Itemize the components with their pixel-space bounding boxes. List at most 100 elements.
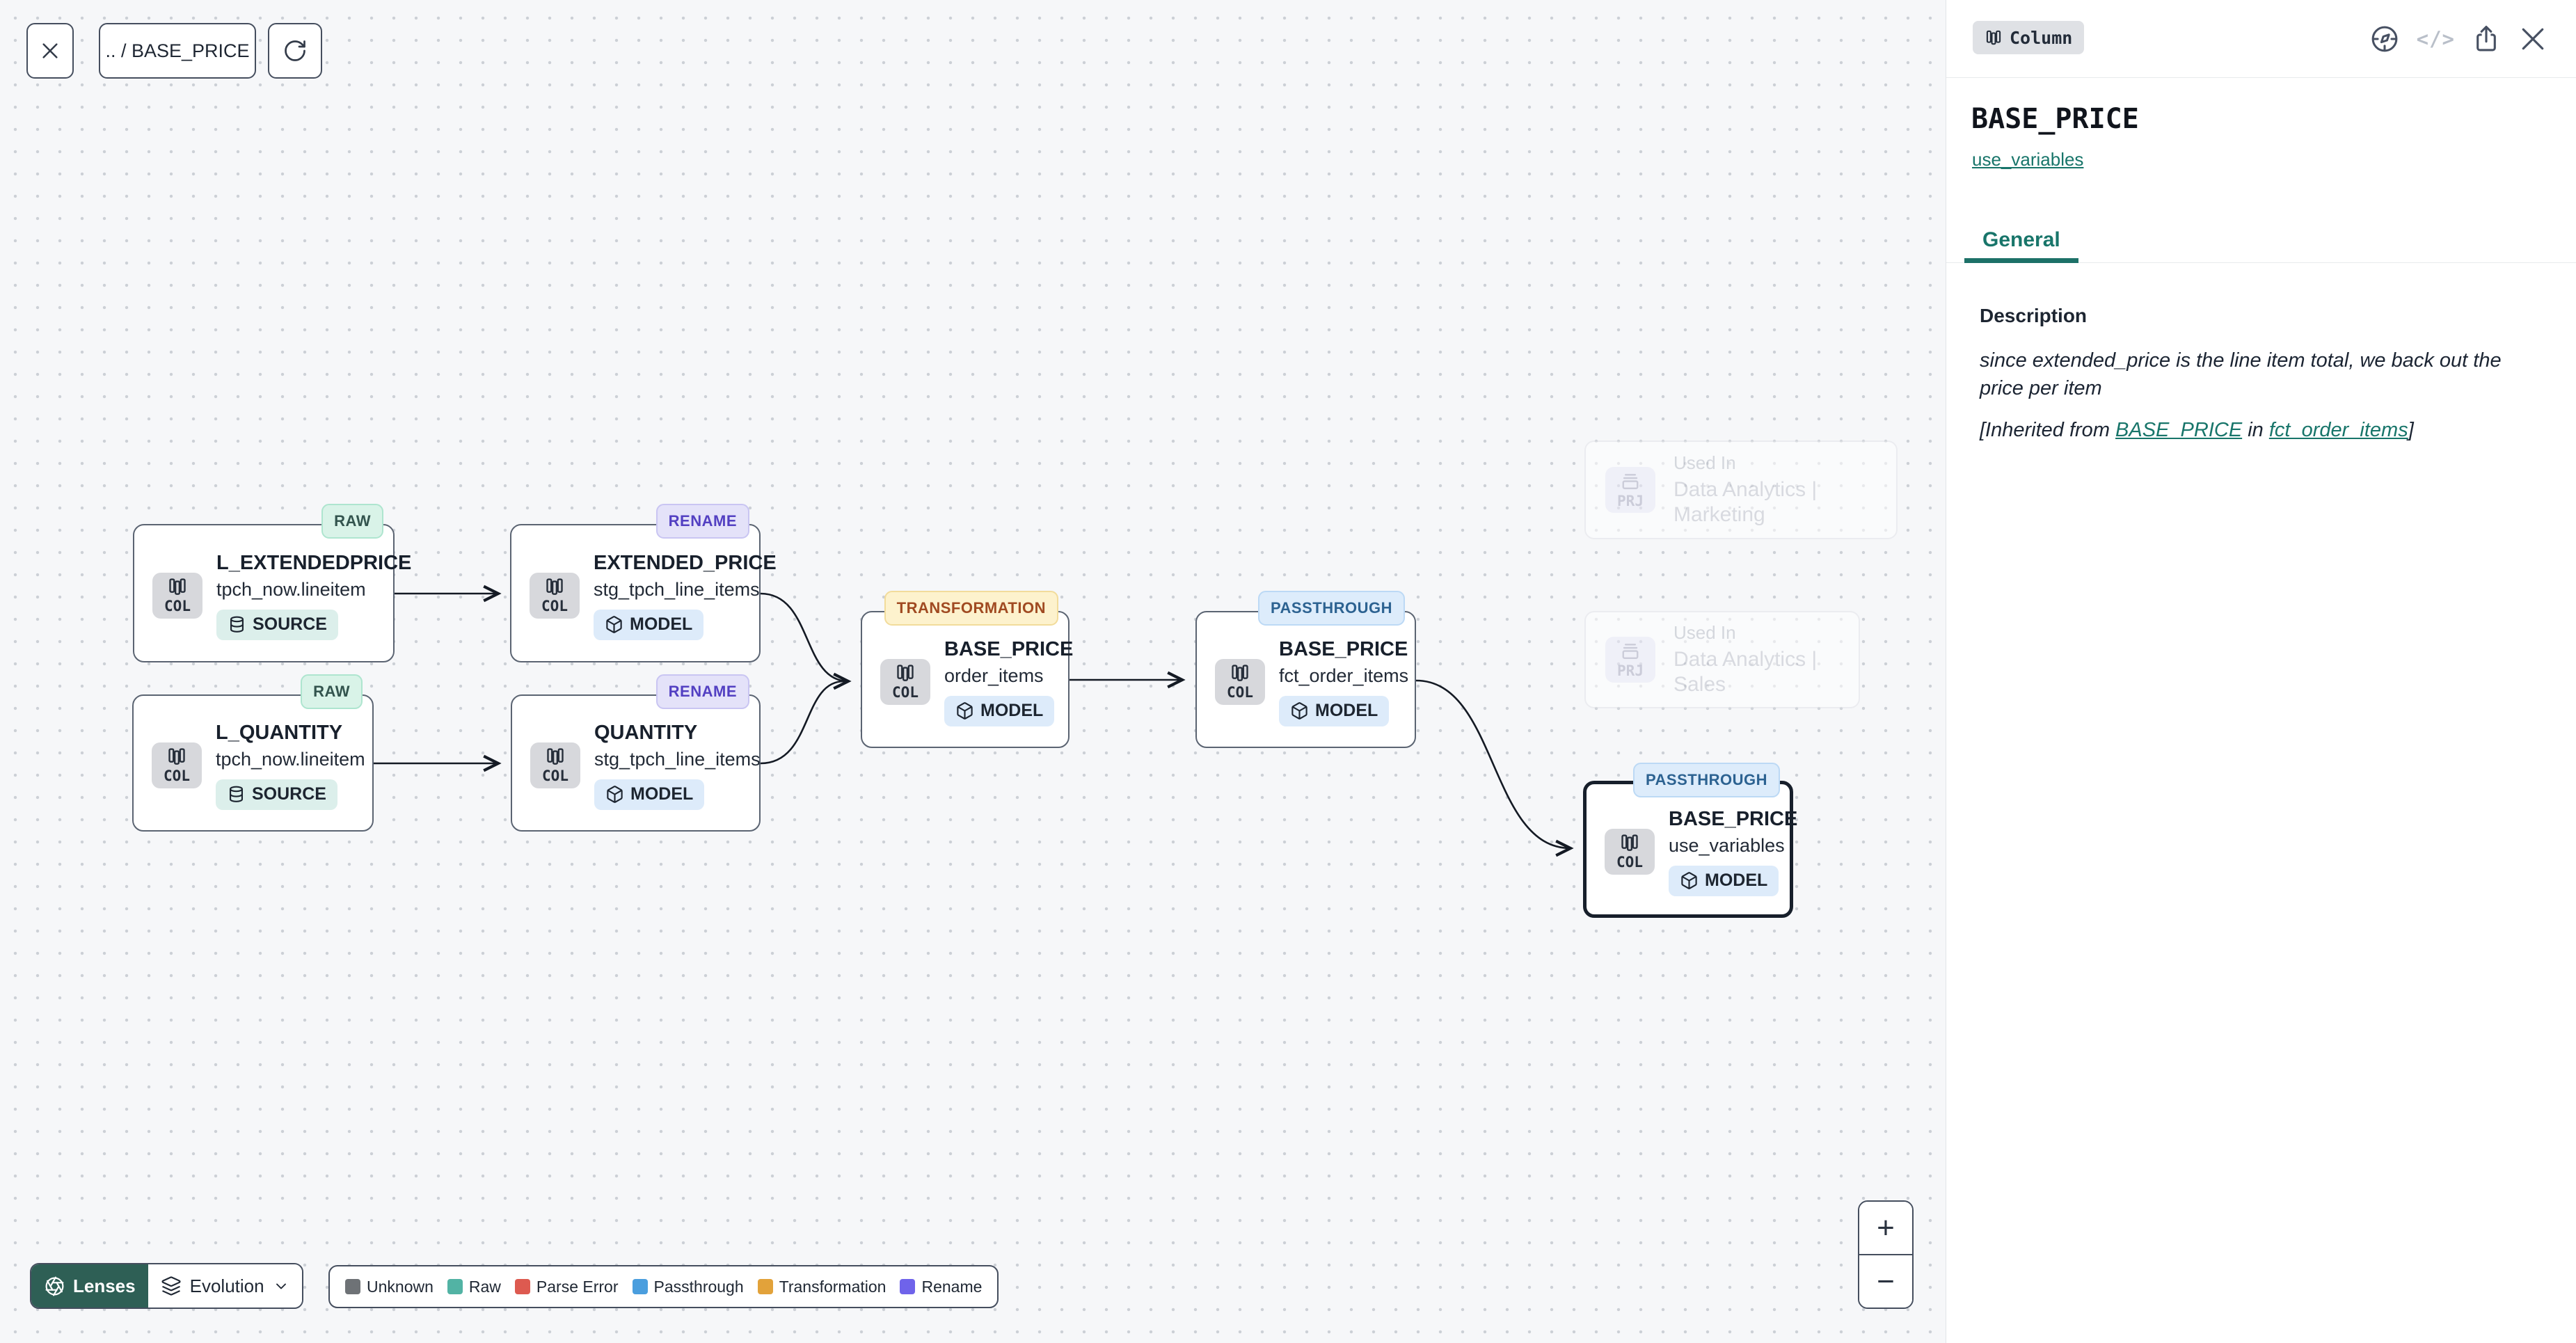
type-label: MODEL [630, 614, 693, 634]
node-base-price-fct-order-items[interactable]: PASSTHROUGH COL BASE_PRICE fct_order_ite… [1195, 591, 1416, 748]
kind-label: COL [541, 598, 568, 614]
ghost-node-used-in-sales[interactable]: PRJ Used In Data Analytics | Sales [1584, 611, 1860, 708]
legend-label: Rename [921, 1277, 983, 1296]
used-in-label: Used In [1673, 452, 1736, 473]
description-text: since extended_price is the line item to… [1980, 349, 2502, 399]
type-label: MODEL [630, 784, 694, 804]
columns-icon [1619, 832, 1640, 853]
node-extended-price[interactable]: RENAME COL EXTENDED_PRICE stg_tpch_line_… [510, 504, 777, 662]
lenses-button[interactable]: Lenses [31, 1264, 148, 1308]
cube-icon [1290, 701, 1309, 720]
column-kind-box: COL [1215, 658, 1265, 705]
legend-item: Transformation [757, 1278, 886, 1296]
kind-label: COL [1616, 854, 1643, 871]
column-kind-box: COL [1605, 828, 1655, 875]
legend-swatch [345, 1279, 360, 1294]
refresh-icon [285, 40, 305, 61]
lens-badge: RENAME [655, 504, 749, 539]
legend-swatch [632, 1279, 648, 1294]
inherited-note: [Inherited from BASE_PRICE in fct_order_… [1980, 416, 2550, 444]
explore-compass-button[interactable] [2369, 23, 2401, 55]
project-kind-box: PRJ [1605, 637, 1655, 683]
column-kind-box: COL [152, 572, 202, 619]
kind-label: COL [164, 598, 191, 614]
ghost-node-used-in-marketing[interactable]: PRJ Used In Data Analytics | Marketing [1584, 440, 1898, 539]
node-subtitle: stg_tpch_line_items [594, 748, 761, 770]
legend-label: Unknown [367, 1277, 434, 1296]
close-panel-button[interactable] [2518, 24, 2548, 54]
cube-icon [605, 785, 624, 804]
lens-selector-dropdown[interactable]: Evolution [148, 1264, 302, 1308]
node-quantity[interactable]: RENAME COL QUANTITY stg_tpch_line_items … [511, 674, 761, 832]
node-title: L_EXTENDEDPRICE [216, 551, 412, 574]
type-badge: MODEL [944, 695, 1055, 726]
legend-label: Parse Error [536, 1277, 619, 1296]
node-subtitle: stg_tpch_line_items [594, 578, 760, 600]
lineage-canvas[interactable]: RAW COL L_EXTENDEDPRICE tpch_now.lineite… [0, 0, 1946, 1343]
node-l-extendedprice[interactable]: RAW COL L_EXTENDEDPRICE tpch_now.lineite… [133, 504, 411, 662]
share-icon [2476, 26, 2496, 51]
entity-type-label: Column [2010, 27, 2073, 48]
edge-fctorderitems-usevariables [1415, 679, 1574, 857]
node-l-quantity[interactable]: RAW COL L_QUANTITY tpch_now.lineitem SOU… [132, 674, 374, 832]
legend-swatch [514, 1279, 530, 1294]
type-badge: SOURCE [216, 779, 337, 810]
breadcrumb[interactable]: .. / BASE_PRICE [99, 23, 256, 79]
selected-lens-label: Evolution [189, 1275, 264, 1296]
kind-label: COL [542, 768, 569, 784]
project-title: Data Analytics | Marketing [1673, 478, 1818, 526]
model-link[interactable]: use_variables [1972, 149, 2084, 170]
close-icon [42, 43, 58, 58]
zoom-out-button[interactable]: − [1859, 1255, 1912, 1308]
type-badge: MODEL [594, 779, 705, 810]
view-code-button[interactable]: </> [2416, 27, 2455, 51]
node-title: QUANTITY [594, 721, 698, 744]
close-icon [2522, 28, 2544, 50]
tab-general[interactable]: General [1964, 225, 2078, 263]
lens-badge: PASSTHROUGH [1258, 591, 1405, 626]
entity-type-chip: Column [1973, 21, 2085, 54]
legend-swatch [900, 1279, 916, 1294]
lenses-control: Lenses Evolution [30, 1263, 303, 1309]
node-title: L_QUANTITY [216, 721, 343, 744]
legend-item: Parse Error [514, 1277, 619, 1296]
columns-icon [1985, 29, 2003, 47]
cube-icon [1680, 871, 1699, 890]
refresh-button[interactable] [268, 23, 322, 79]
legend-item: Raw [447, 1278, 501, 1296]
type-label: SOURCE [252, 784, 326, 804]
inherited-column-link[interactable]: BASE_PRICE [2115, 419, 2243, 441]
legend-swatch [757, 1279, 773, 1294]
share-export-button[interactable] [2471, 24, 2502, 54]
zoom-in-button[interactable]: + [1859, 1202, 1912, 1254]
edge-quantity-orderitems [760, 680, 845, 765]
kind-label: COL [164, 768, 190, 784]
node-title: BASE_PRICE [944, 637, 1074, 660]
inherited-prefix: [Inherited from [1980, 419, 2116, 441]
node-base-price-order-items[interactable]: TRANSFORMATION COL BASE_PRICE order_item… [861, 591, 1074, 748]
legend-label: Raw [468, 1277, 501, 1296]
lens-badge: PASSTHROUGH [1633, 763, 1780, 797]
kind-label: COL [892, 684, 919, 701]
column-kind-box: COL [530, 742, 580, 788]
project-title: Data Analytics | Sales [1673, 648, 1818, 696]
columns-icon [545, 746, 566, 767]
type-label: MODEL [1705, 871, 1768, 890]
legend-swatch [447, 1279, 463, 1294]
description-label: Description [1980, 305, 2088, 326]
inherited-model-link[interactable]: fct_order_items [2268, 419, 2408, 441]
close-lineage-button[interactable] [26, 23, 74, 79]
details-panel: Column </> [1946, 0, 2576, 1343]
inherited-suffix: ] [2408, 419, 2414, 441]
lens-badge: TRANSFORMATION [884, 591, 1058, 626]
database-icon [227, 785, 246, 804]
project-tray-icon [1620, 641, 1641, 662]
node-base-price-use-variables-selected[interactable]: PASSTHROUGH COL BASE_PRICE use_variables… [1583, 763, 1797, 918]
lens-badge: RAW [301, 674, 363, 709]
zoom-control-divider [1859, 1254, 1912, 1255]
compass-icon [2371, 26, 2398, 52]
columns-icon [895, 662, 916, 683]
node-title: EXTENDED_PRICE [594, 551, 777, 574]
node-title: BASE_PRICE [1279, 637, 1408, 660]
